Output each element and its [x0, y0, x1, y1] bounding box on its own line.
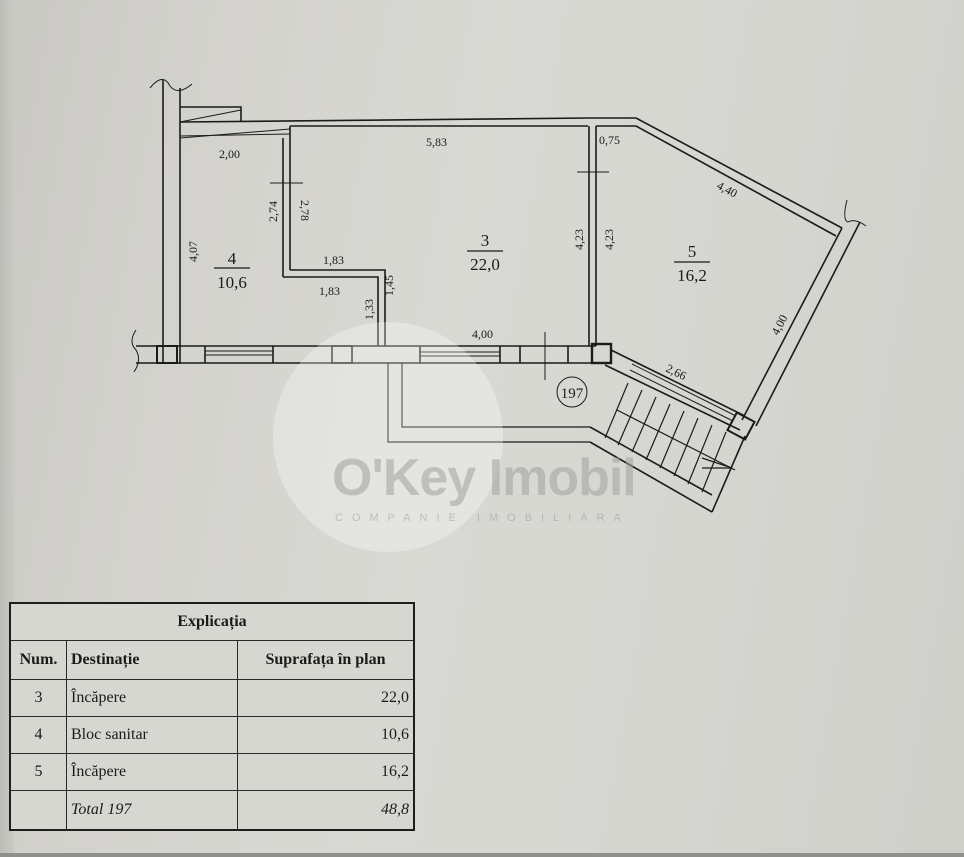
- dim-room4-top: 2,00: [219, 147, 240, 161]
- header-area: Suprafața în plan: [237, 640, 415, 680]
- dim-room5-top: 0,75: [599, 133, 620, 147]
- room-3-area: 22,0: [470, 255, 500, 274]
- dim-room3-top: 5,83: [426, 135, 447, 149]
- dim-notch-right: 1,45: [382, 275, 396, 296]
- watermark-brand: O'Key Imobil: [332, 449, 637, 507]
- row-area: 10,6: [237, 716, 415, 754]
- row-destination: Bloc sanitar: [66, 716, 238, 754]
- row-area: 22,0: [237, 679, 415, 717]
- dim-notch-left: 1,33: [362, 299, 376, 320]
- total-num-empty: [9, 790, 67, 831]
- page-bottom-edge: [0, 853, 964, 857]
- dim-notch-bottom: 1,83: [319, 284, 340, 298]
- legend-table: Explicația Num. Destinație Suprafața în …: [9, 602, 415, 831]
- row-num: 4: [9, 716, 67, 754]
- dim-notch-top: 1,83: [323, 253, 344, 267]
- dim-room4-right: 2,74: [266, 201, 280, 222]
- total-row: Total 197 48,8: [9, 790, 415, 831]
- watermark-subtitle: COMPANIE IMOBILIARA: [335, 512, 630, 524]
- building-number: 197: [561, 386, 584, 402]
- row-destination: Încăpere: [66, 753, 238, 791]
- header-destination: Destinație: [66, 640, 238, 680]
- total-label: Total 197: [66, 790, 238, 831]
- room-5-number: 5: [688, 242, 697, 261]
- total-area: 48,8: [237, 790, 415, 831]
- dim-room3-right: 4,23: [572, 229, 586, 250]
- row-num: 5: [9, 753, 67, 791]
- dim-room3-bottom: 4,00: [472, 327, 493, 341]
- table-row: 5 Încăpere 16,2: [9, 753, 415, 791]
- dim-room3-left: 2,78: [298, 200, 312, 221]
- floor-plan: 3 22,0 4 10,6 5 16,2 197 2,00 5,83 0,75 …: [131, 79, 867, 513]
- room-4-number: 4: [228, 249, 237, 268]
- room-4-area: 10,6: [217, 273, 247, 292]
- legend-title: Explicația: [9, 602, 415, 641]
- row-num: 3: [9, 679, 67, 717]
- watermark-circle: [273, 322, 503, 552]
- row-area: 16,2: [237, 753, 415, 791]
- row-destination: Încăpere: [66, 679, 238, 717]
- dim-room4-left: 4,07: [186, 241, 200, 262]
- table-row: 3 Încăpere 22,0: [9, 679, 415, 717]
- dim-room5-left: 4,23: [602, 229, 616, 250]
- table-row: 4 Bloc sanitar 10,6: [9, 716, 415, 754]
- room-3-number: 3: [481, 231, 490, 250]
- header-num: Num.: [9, 640, 67, 680]
- room-5-area: 16,2: [677, 266, 707, 285]
- dim-stair-wall: 2,66: [664, 361, 689, 383]
